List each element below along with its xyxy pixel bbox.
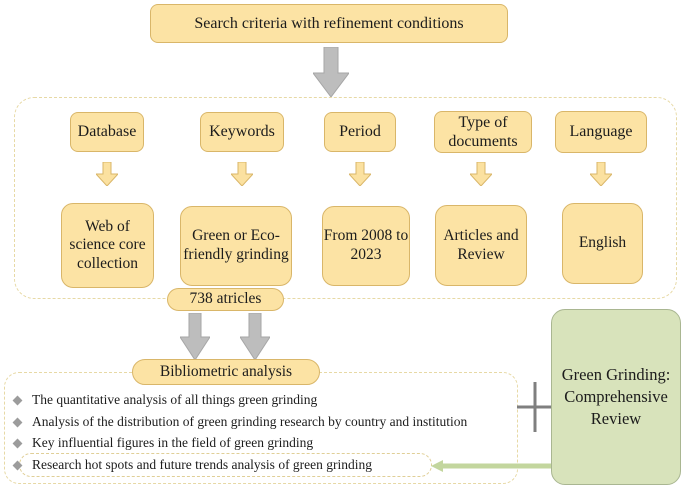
diamond-bullet-icon	[12, 438, 23, 448]
bibliometric-analysis-pill: Bibliometric analysis	[132, 359, 320, 385]
column-value-keywords: Green or Eco-friendly grinding	[180, 206, 292, 286]
search-criteria-box: Search criteria with refinement conditio…	[150, 4, 508, 43]
column-header-keywords: Keywords	[200, 112, 284, 152]
down-arrow-icon	[313, 47, 349, 97]
analysis-item-text: Research hot spots and future trends ana…	[32, 457, 373, 472]
list-item: Research hot spots and future trends ana…	[4, 454, 372, 476]
column-header-type-of-documents: Type of documents	[434, 111, 532, 153]
column-header-database: Database	[70, 112, 144, 152]
down-arrow-icon	[590, 162, 612, 186]
down-arrow-icon	[240, 313, 270, 360]
column-header-language: Language	[555, 111, 647, 153]
down-arrow-icon	[349, 162, 371, 186]
left-arrow-icon	[431, 460, 552, 472]
plus-icon	[517, 382, 551, 432]
analysis-item-text: Analysis of the distribution of green gr…	[32, 414, 468, 429]
list-item: Key influential figures in the field of …	[4, 432, 313, 454]
column-value-database: Web of science core collection	[61, 203, 154, 288]
articles-count-pill: 738 atricles	[167, 288, 284, 311]
column-value-type-of-documents: Articles and Review	[435, 205, 527, 286]
list-item: Analysis of the distribution of green gr…	[4, 411, 467, 433]
column-value-language: English	[562, 203, 643, 284]
column-header-period: Period	[324, 112, 396, 152]
analysis-item-text: Key influential figures in the field of …	[32, 435, 314, 450]
diamond-bullet-icon	[12, 395, 23, 405]
down-arrow-icon	[180, 313, 210, 360]
diamond-bullet-icon	[12, 460, 23, 470]
analysis-item-text: The quantitative analysis of all things …	[32, 392, 318, 407]
down-arrow-icon	[470, 162, 492, 186]
list-item: The quantitative analysis of all things …	[4, 389, 317, 411]
column-value-period: From 2008 to 2023	[322, 206, 410, 286]
down-arrow-icon	[231, 162, 253, 186]
diamond-bullet-icon	[12, 417, 23, 427]
review-box: Green Grinding: Comprehensive Review	[551, 309, 681, 485]
refinement-conditions-panel	[14, 97, 677, 299]
down-arrow-icon	[96, 162, 118, 186]
